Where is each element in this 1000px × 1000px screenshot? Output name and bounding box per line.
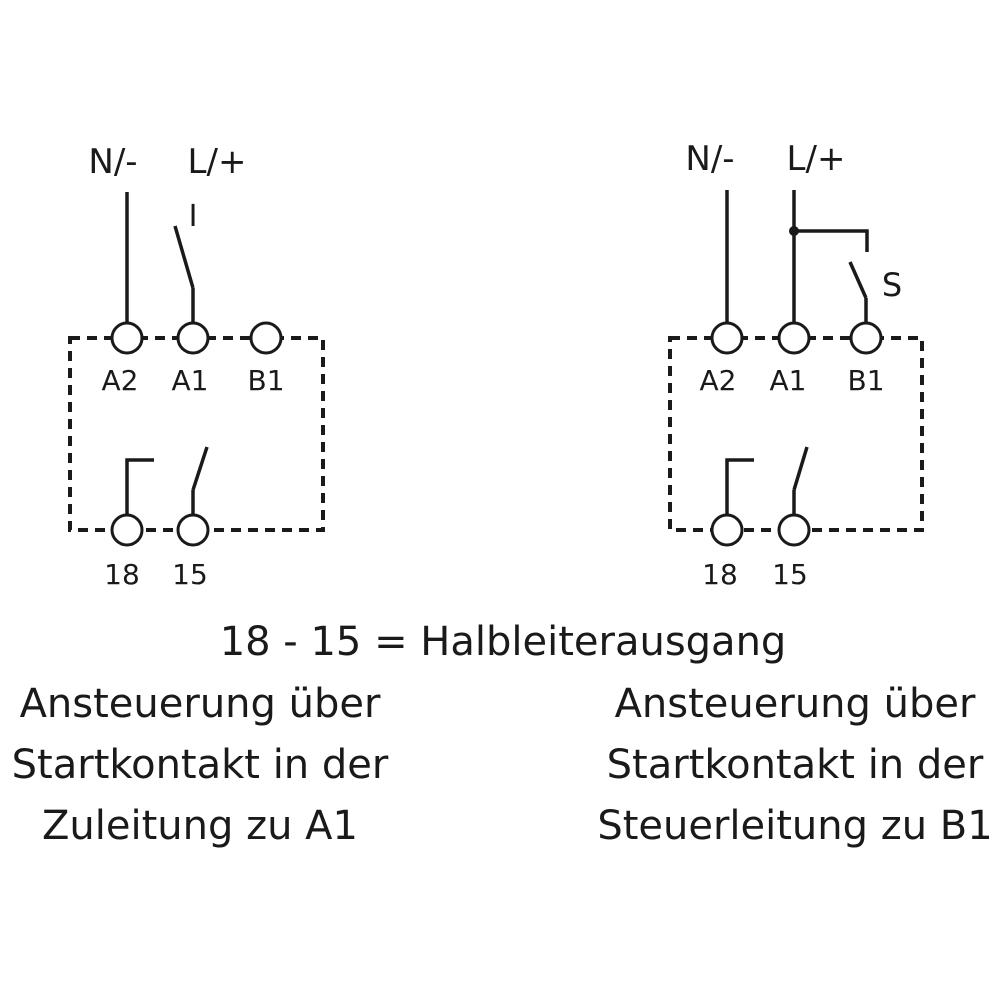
- right-wiring-diagram: N/- L/+ S A2 A1 B1 18 15: [668, 139, 924, 591]
- right-caption-line-2: Startkontakt in der: [606, 742, 984, 788]
- left-supply-label-line: L/+: [188, 142, 247, 182]
- left-terminal-label-b1: B1: [247, 364, 284, 397]
- right-terminal-label-18: 18: [702, 558, 738, 591]
- left-caption-line-2: Startkontakt in der: [11, 742, 389, 788]
- right-terminal-label-15: 15: [772, 558, 808, 591]
- left-terminal-15: [176, 513, 210, 547]
- left-terminal-label-18: 18: [104, 558, 140, 591]
- right-terminal-a2: [710, 321, 744, 355]
- right-start-contact-switch: [848, 261, 868, 299]
- left-output-switch-15: [191, 446, 209, 491]
- left-terminal-label-a2: A2: [102, 364, 139, 397]
- left-terminal-label-a1: A1: [172, 364, 209, 397]
- left-terminal-a2: [110, 321, 144, 355]
- left-start-contact-switch: [173, 225, 195, 289]
- right-caption-line-1: Ansteuerung über: [614, 681, 976, 727]
- right-terminal-a1: [777, 321, 811, 355]
- right-switch-label: S: [882, 266, 902, 304]
- left-terminal-18: [110, 513, 144, 547]
- right-supply-label-neutral: N/-: [685, 139, 734, 179]
- left-switch-label: I: [189, 199, 198, 234]
- right-caption-line-3: Steuerleitung zu B1: [597, 803, 993, 849]
- left-terminal-a1: [176, 321, 210, 355]
- left-terminal-label-15: 15: [172, 558, 208, 591]
- right-terminal-label-a1: A1: [770, 364, 807, 397]
- right-output-contact-18: [725, 458, 754, 515]
- left-supply-label-neutral: N/-: [88, 142, 137, 182]
- right-terminal-15: [777, 513, 811, 547]
- right-branch-wire: [794, 229, 869, 252]
- right-terminal-18: [710, 513, 744, 547]
- output-legend: 18 - 15 = Halbleiterausgang: [220, 619, 787, 665]
- right-supply-label-line: L/+: [787, 139, 846, 179]
- right-terminal-b1: [849, 321, 883, 355]
- left-caption-line-3: Zuleitung zu A1: [42, 803, 358, 849]
- right-terminal-label-b1: B1: [847, 364, 884, 397]
- right-terminal-label-a2: A2: [700, 364, 737, 397]
- left-caption-line-1: Ansteuerung über: [19, 681, 381, 727]
- left-wiring-diagram: N/- L/+ I A2 A1 B1 18 15: [68, 142, 325, 591]
- left-output-contact-18: [125, 458, 154, 515]
- right-output-switch-15: [792, 446, 809, 491]
- left-terminal-b1: [249, 321, 283, 355]
